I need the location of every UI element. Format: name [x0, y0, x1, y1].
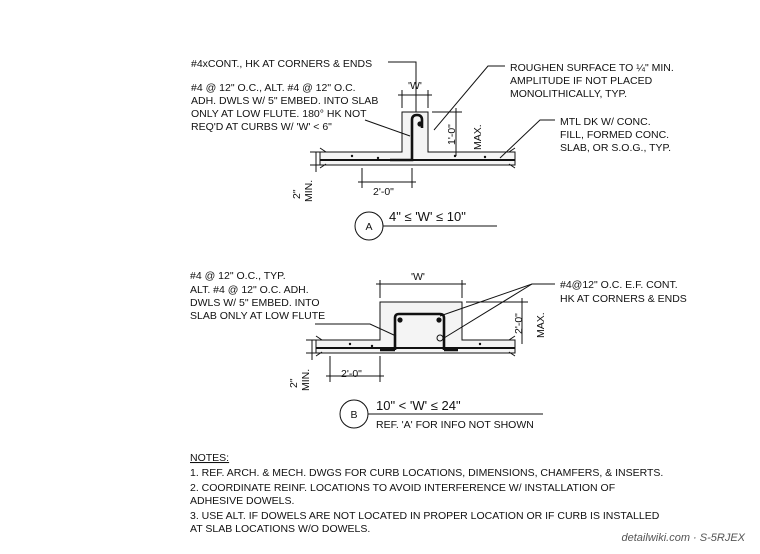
b-break-left: [315, 335, 323, 357]
b-cont-bar-1: [397, 317, 403, 323]
b-dim-h-line: [466, 298, 528, 344]
general-notes: NOTES: 1. REF. ARCH. & MECH. DWGS FOR CU…: [190, 452, 663, 535]
a-dim-max: MAX.: [472, 124, 484, 150]
b-dim-height: 2'-0": [513, 313, 525, 334]
note-2: 2. COORDINATE REINF. LOCATIONS TO AVOID …: [190, 482, 615, 494]
a-aggregate-2: [376, 156, 380, 160]
detail-a: #4xCONT., HK AT CORNERS & ENDS #4 @ 12" …: [191, 58, 674, 241]
a-dim-min-value: 2": [291, 189, 303, 199]
a-aggregate-4: [483, 155, 487, 159]
a-dim-width-line: [358, 168, 416, 188]
a-note-left-3: ADH. DWLS W/ 5" EMBED. INTO SLAB: [191, 95, 378, 107]
note-1: 1. REF. ARCH. & MECH. DWGS FOR CURB LOCA…: [190, 467, 663, 479]
a-dim-min-line: [310, 151, 322, 172]
b-rebar-cage: [393, 312, 446, 350]
a-cont-bar: [417, 121, 423, 127]
a-note-right-1: ROUGHEN SURFACE TO ¼" MIN.: [510, 62, 674, 74]
b-dim-min-value: 2": [288, 378, 300, 388]
a-concrete-section: [319, 111, 516, 166]
b-aggregate-3: [478, 342, 482, 346]
b-leader-dowel: [315, 323, 397, 337]
a-dim-w-line: [398, 90, 432, 108]
b-cont-bar-2: [436, 317, 442, 323]
a-dim-width: 2'-0": [373, 186, 394, 198]
b-dim-min: MIN.: [300, 369, 312, 391]
note-3-cont: AT SLAB LOCATIONS W/O DOWELS.: [190, 523, 370, 535]
note-3: 3. USE ALT. IF DOWELS ARE NOT LOCATED IN…: [190, 510, 660, 522]
b-subtitle: REF. 'A' FOR INFO NOT SHOWN: [376, 419, 534, 431]
b-aggregate-2: [370, 344, 374, 348]
a-dowel-bar: [390, 113, 424, 162]
a-aggregate-1: [350, 154, 354, 158]
note-2-cont: ADHESIVE DOWELS.: [190, 495, 294, 507]
b-note-left-3: DWLS W/ 5" EMBED. INTO: [190, 297, 320, 309]
a-dim-min: MIN.: [303, 180, 315, 202]
a-note-right-2: AMPLITUDE IF NOT PLACED: [510, 75, 653, 87]
a-leader-roughen: [433, 65, 505, 131]
a-break-right: [508, 147, 516, 169]
b-aggregate-1: [348, 342, 352, 346]
b-dim-min-line: [306, 339, 318, 360]
b-leader-cont-2: [443, 283, 533, 339]
b-note-right-2: HK AT CORNERS & ENDS: [560, 293, 687, 305]
a-tag: A: [365, 221, 372, 233]
b-dim-max: MAX.: [535, 312, 547, 338]
a-leader-deck: [499, 119, 555, 159]
b-break-right: [508, 335, 516, 357]
b-note-right-1: #4@12" O.C. E.F. CONT.: [560, 279, 678, 291]
b-note-left-2: ALT. #4 @ 12" O.C. ADH.: [190, 284, 309, 296]
a-note-left-2: #4 @ 12" O.C., ALT. #4 @ 12" O.C.: [191, 82, 356, 94]
b-dim-width-line: [326, 356, 384, 382]
b-tag: B: [350, 409, 357, 421]
a-dim-height: 1'-0": [446, 124, 458, 145]
b-note-left-1: #4 @ 12" O.C., TYP.: [190, 270, 286, 282]
notes-heading: NOTES:: [190, 452, 229, 464]
b-concrete-section: [315, 301, 516, 354]
a-leader-dowel: [364, 119, 411, 137]
b-dim-width: 2'-0": [341, 368, 362, 380]
a-note-right2-1: MTL DK W/ CONC.: [560, 116, 651, 128]
b-title: 10" < 'W' ≤ 24": [376, 398, 461, 413]
b-dim-w: 'W': [411, 271, 425, 283]
a-title: 4" ≤ 'W' ≤ 10": [389, 209, 466, 224]
b-note-left-4: SLAB ONLY AT LOW FLUTE: [190, 310, 325, 322]
b-dim-w-line: [376, 280, 466, 298]
a-dim-w: 'W': [408, 80, 422, 92]
a-break-left: [319, 147, 327, 169]
a-note-right-3: MONOLITHICALLY, TYP.: [510, 88, 627, 100]
detail-b: #4 @ 12" O.C., TYP. ALT. #4 @ 12" O.C. A…: [190, 270, 687, 431]
a-dim-h-line: [432, 108, 462, 156]
b-cont-bar-3: [436, 334, 444, 342]
watermark: detailwiki.com · S-5RJEX: [622, 532, 746, 544]
a-note-left-1: #4xCONT., HK AT CORNERS & ENDS: [191, 58, 372, 70]
a-note-right2-2: FILL, FORMED CONC.: [560, 129, 669, 141]
a-note-left-4: ONLY AT LOW FLUTE. 180° HK NOT: [191, 108, 367, 120]
a-note-left-5: REQ'D AT CURBS W/ 'W' < 6": [191, 121, 332, 133]
a-note-right2-3: SLAB, OR S.O.G., TYP.: [560, 142, 671, 154]
